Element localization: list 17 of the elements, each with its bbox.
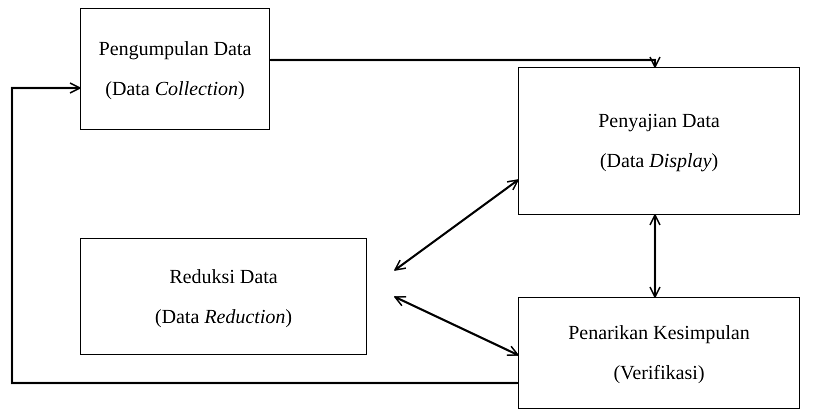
process-box (80, 8, 270, 130)
box-title: Penyajian Data (598, 109, 720, 133)
box-subtitle: (Data Reduction) (154, 304, 292, 328)
process-box (518, 67, 800, 215)
box-subtitle: (Data Display) (600, 149, 718, 173)
box-title: Reduksi Data (169, 264, 278, 288)
box-title: Penarikan Kesimpulan (568, 321, 750, 345)
arrow (649, 214, 661, 298)
arrow (394, 179, 519, 271)
box-subtitle: (Verifikasi) (613, 361, 705, 385)
process-box (518, 297, 800, 409)
box-title: Pengumpulan Data (98, 37, 252, 61)
process-box (80, 238, 367, 355)
arrow (10, 82, 518, 384)
arrow (270, 56, 661, 68)
box-subtitle: (Data Collection) (105, 77, 245, 101)
arrow (394, 296, 519, 356)
